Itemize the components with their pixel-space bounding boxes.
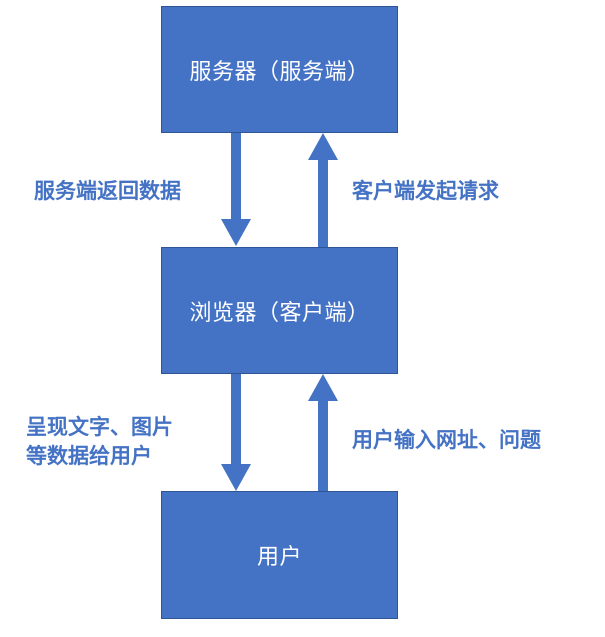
arrow-browser-to-user: [221, 374, 251, 491]
user-node-label: 用户: [256, 545, 302, 570]
edge-label-server-return-text: 服务端返回数据: [34, 179, 181, 203]
server-node: 服务器（服务端）: [161, 6, 398, 133]
edge-label-client-request: 客户端发起请求: [352, 177, 499, 206]
edge-label-user-input: 用户输入网址、问题: [352, 426, 541, 455]
edge-label-server-return: 服务端返回数据: [34, 177, 181, 206]
arrow-server-to-browser: [221, 133, 251, 246]
edge-label-present-line2: 等数据给用户: [26, 444, 152, 468]
edge-label-client-request-text: 客户端发起请求: [352, 179, 499, 203]
arrow-user-to-browser: [308, 374, 338, 491]
server-node-label: 服务器（服务端）: [189, 59, 370, 85]
edge-label-user-input-text: 用户输入网址、问题: [352, 428, 541, 452]
user-node: 用户: [161, 491, 398, 619]
edge-label-present-to-user: 呈现文字、图片 等数据给用户: [26, 413, 173, 471]
edge-label-present-line1: 呈现文字、图片: [26, 415, 173, 439]
browser-node-label: 浏览器（客户端）: [189, 300, 370, 326]
arrow-browser-to-server: [308, 133, 338, 247]
browser-node: 浏览器（客户端）: [161, 247, 398, 374]
